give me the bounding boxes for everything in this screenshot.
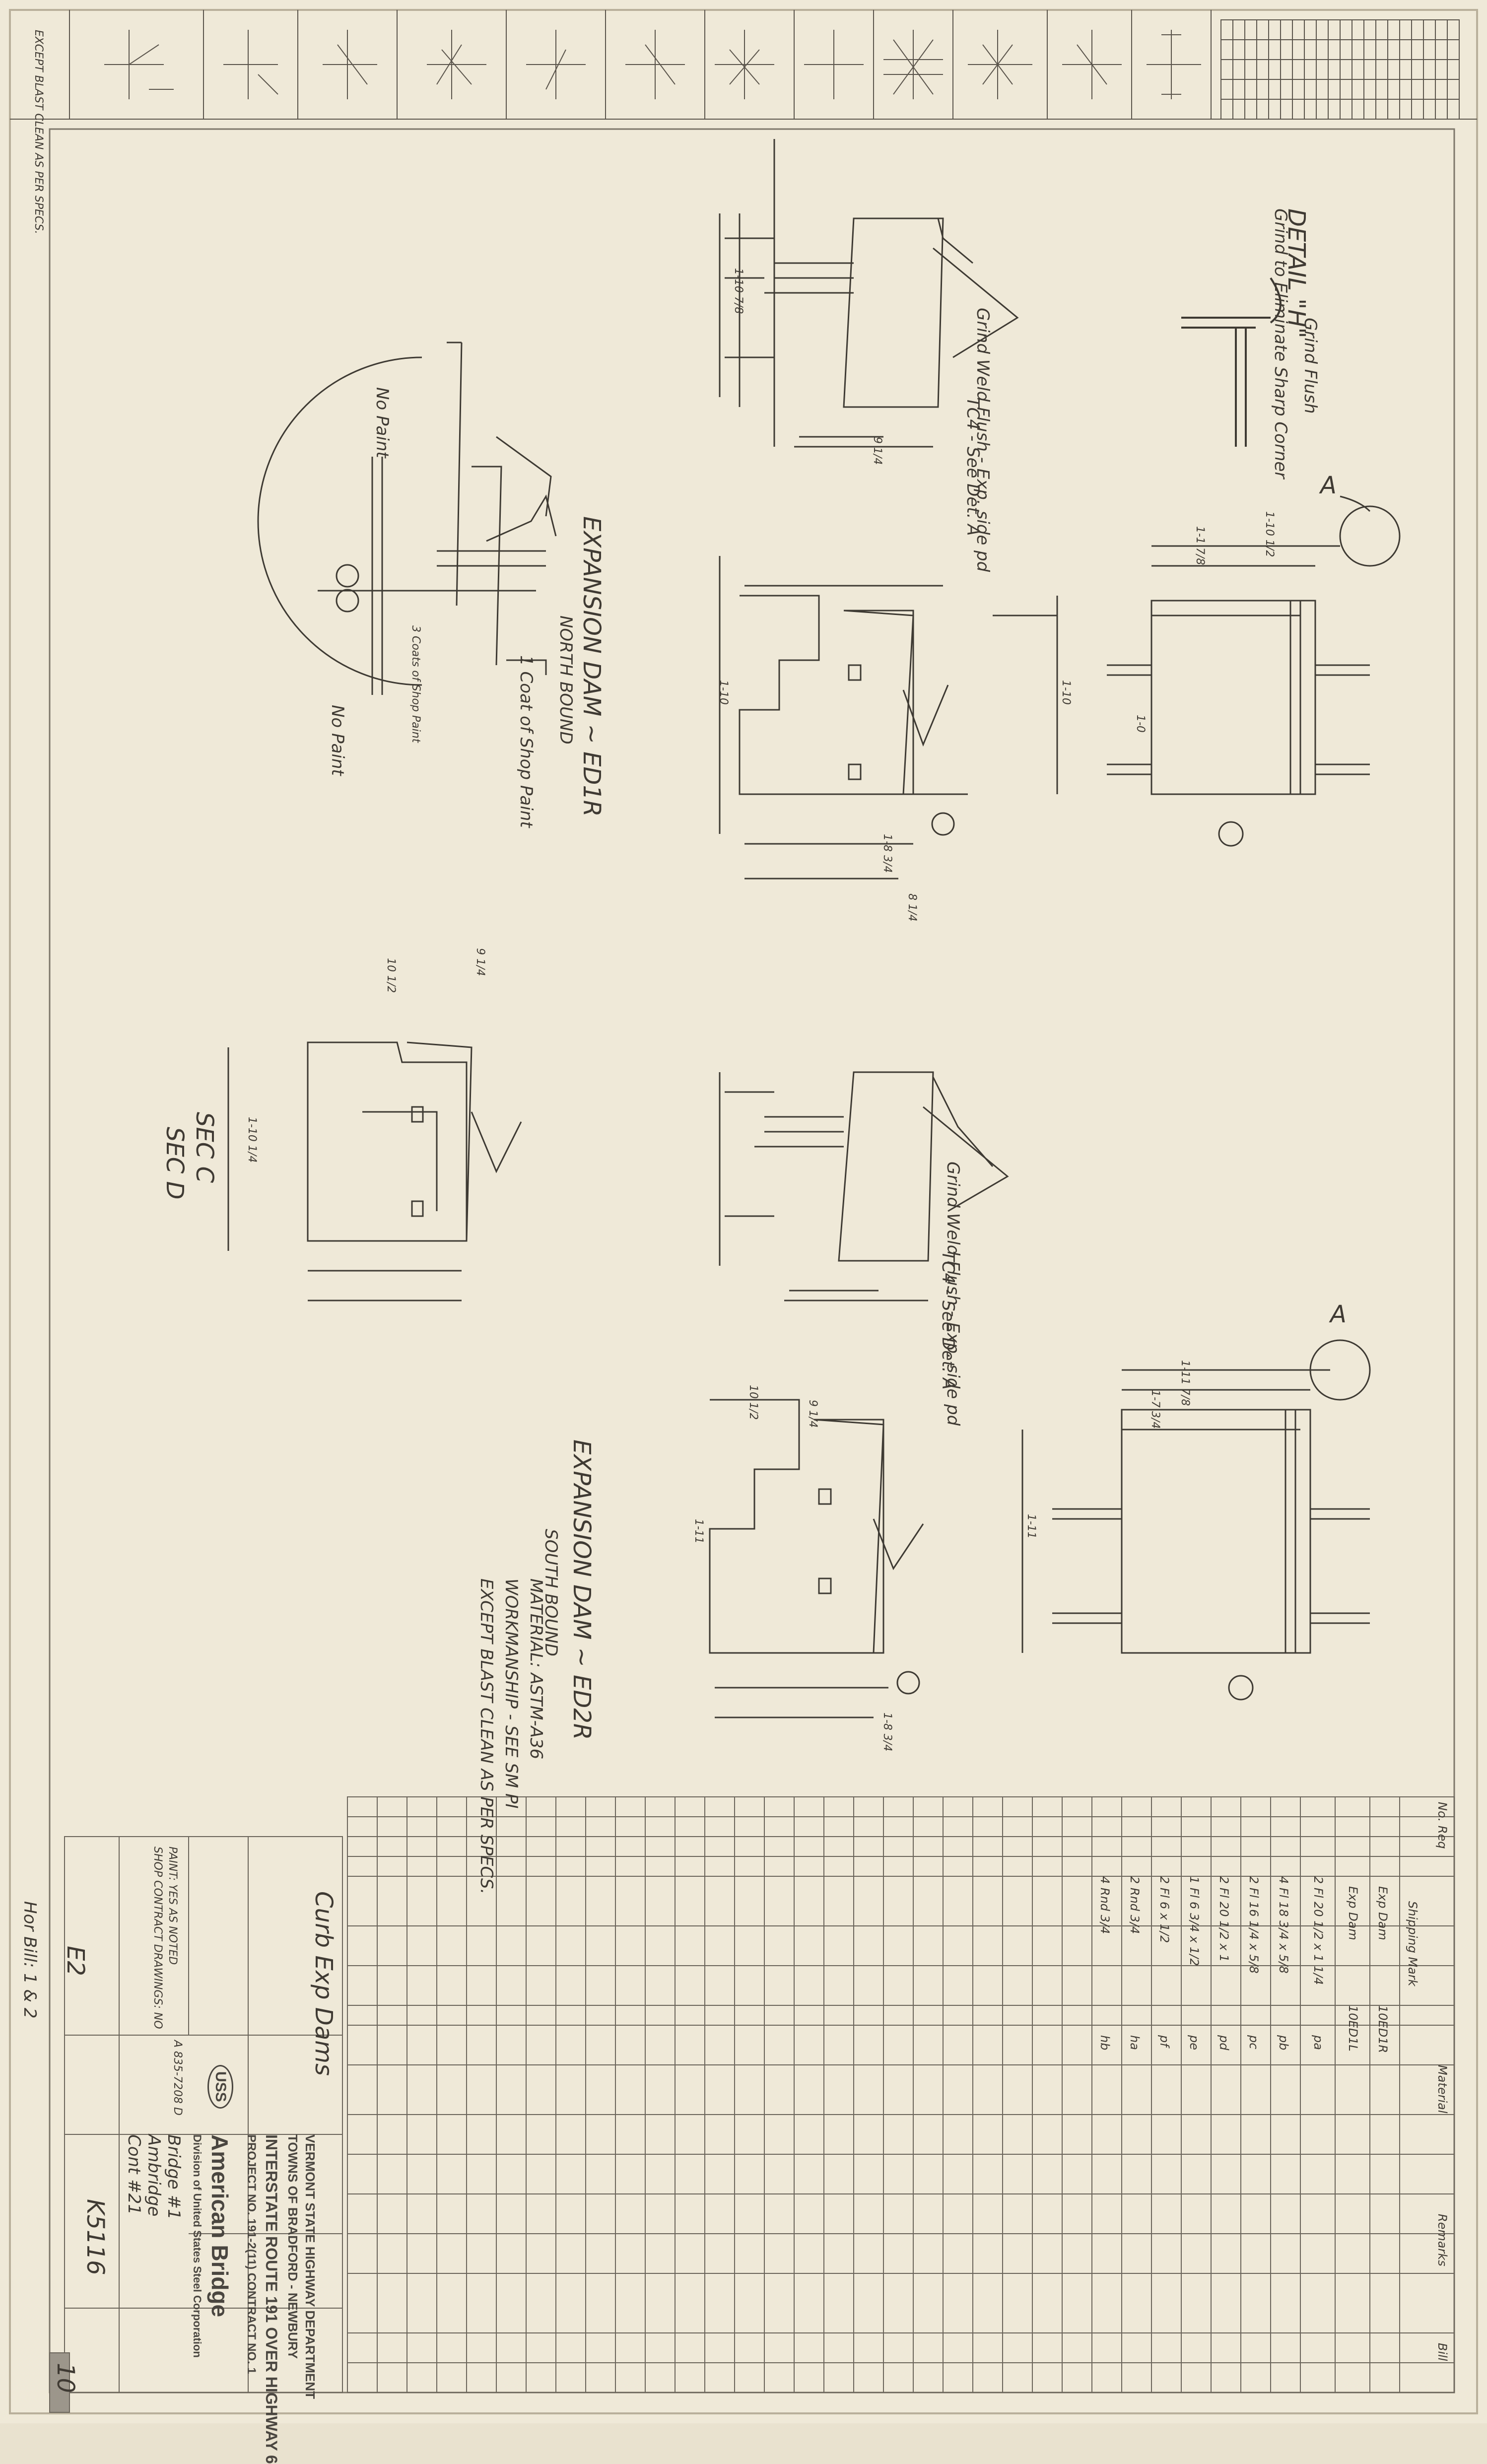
dimension: 1-10 1/2 [1263,511,1276,557]
detailer: Ambridge [144,2134,164,2217]
dimension: 1-8 3/4 [881,834,893,873]
section-a-label: A [1330,1300,1347,1328]
dimension: 9 1/4 [871,437,883,465]
bill-row-mark: Exp Dam [1376,1886,1390,1940]
checker-note: Cont #21 [124,2134,144,2215]
dimension: 9 1/4 [474,948,486,976]
sec-cd-view [227,1041,522,1301]
ed2r-plan-view [719,1071,1009,1301]
bill-row-assy: pf [1157,2035,1171,2047]
dimension: 1-10 1/4 [246,1117,258,1163]
title-block-grid [49,1836,343,2413]
bill-row-assy: pd [1217,2035,1231,2051]
shop-paint-note: 3 Coats of Shop Paint [409,625,422,743]
erect-ref: E2 [62,1946,89,1976]
strip-note: EXCEPT BLAST CLEAN AS PER SPECS. [32,30,45,234]
bill-row-assy: pc [1247,2035,1261,2050]
dimension: 1-11 [692,1519,705,1544]
bill-row-assy: 10ED1L [1346,2005,1360,2052]
bill-row-assy: pa [1311,2035,1325,2050]
dimension: 1-10 [1060,680,1072,705]
workmanship-note: WORKMANSHIP - SEE SM PI [501,1578,521,1809]
standard-details-strip [10,10,1477,120]
bill-row-assy: pe [1187,2035,1201,2050]
bridge-name: Bridge #1 [164,2134,184,2220]
bill-row-mark: 2 Fl 20 1/2 x 1 [1217,1876,1231,1962]
dimension: 1-8 3/4 [881,1712,893,1752]
project-number: PROJECT NO. 191-2(11) CONTRACT NO. 1 [245,2134,258,2374]
detail-h-note: Grind Flush [1300,318,1320,414]
bill-row-mark: 2 Fl 20 1/2 x 1 1/4 [1311,1876,1325,1985]
material-note: MATERIAL: ASTM-A36 [526,1578,546,1760]
bill-row-assy: 10ED1R [1376,2005,1390,2053]
dimension: 1-0 [1134,715,1147,733]
shop-paint-note: 1 Coat of Shop Paint [516,655,536,828]
bill-row-assy: pb [1277,2035,1290,2051]
dimension: 10 1/2 [747,1385,759,1420]
bill-row-mark: 4 Fl 18 3/4 x 5/8 [1277,1876,1290,1974]
dimension: 1-1 7/8 [1194,526,1206,565]
tc-note: TC4 - See Det. A [963,397,983,536]
detail-h-sketch [1181,277,1282,447]
bill-row-mark: Exp Dam [1346,1886,1360,1940]
bill-row-mark: 4 Rnd 3/4 [1098,1876,1112,1934]
bill-header: Material [1435,2065,1449,2114]
no-paint-note: No Paint [328,705,347,776]
ed1r-plan-view [719,139,1019,448]
bill-header: Bill [1435,2343,1449,2361]
bill-header: Shipping Mark [1406,1901,1419,1986]
dimension: 10 1/2 [385,958,397,993]
company-division: Division of United States Steel Corporat… [191,2134,203,2358]
bill-row-assy: ha [1128,2035,1142,2050]
ed2r-title: EXPANSION DAM ~ ED2R [568,1439,596,1740]
ed1r-section-view [257,342,557,695]
ed2r-side-view [1052,1339,1371,1701]
bill-row-mark: 2 Fl 16 1/4 x 5/8 [1247,1876,1261,1974]
blast-note: EXCEPT BLAST CLEAN AS PER SPECS. [476,1578,496,1895]
sec-c-label: SEC C [191,1112,218,1183]
dimension: 1-11 [1025,1514,1037,1539]
bill-header: No. Req [1435,1802,1449,1849]
bill-row-mark: 1 Fl 6 3/4 x 1/2 [1187,1876,1201,1966]
dimension: 1-10 [717,680,730,705]
project-title: INTERSTATE ROUTE 191 OVER HIGHWAY 6 [263,2134,280,2464]
bill-row-mark: 2 Fl 6 x 1/2 [1157,1876,1171,1943]
company-name: American Bridge [207,2134,233,2318]
paint-note: PAINT: YES AS NOTED [166,1847,179,1965]
dimension: 1-11 7/8 [1179,1360,1191,1406]
dimension: 1-7 3/4 [1149,1390,1161,1429]
ed1r-title: EXPANSION DAM ~ ED1R [578,516,606,817]
hor-bill: Hor Bill: 1 & 2 [20,1901,40,2019]
ed1r-elevation-view [719,556,1058,880]
dimension: 9 1/4 [807,1400,819,1428]
uss-logo: USS [207,2065,233,2109]
detail-h-note: Grind to Eliminate Sharp Corner [1271,208,1290,479]
shipping-mark: Curb Exp Dams [310,1891,338,2076]
dept-name: VERMONT STATE HIGHWAY DEPARTMENT [303,2134,318,2399]
sheet-number: 10 [52,2363,79,2394]
no-paint-note: No Paint [372,387,392,458]
bill-of-material-grid [347,1796,1455,2393]
dimension: 8 1/4 [906,893,918,922]
bill-header: Remarks [1435,2214,1449,2266]
bill-row-assy: hb [1098,2035,1112,2051]
tc-note: TC4 - See Det. A [938,1251,958,1390]
towns: TOWNS OF BRADFORD - NEWBURY [285,2134,300,2359]
bill-row-mark: 2 Rnd 3/4 [1128,1876,1142,1934]
ed1r-side-view [1107,495,1401,847]
dimension: 1-10 7/8 [732,268,744,314]
ed1r-subtitle: NORTH BOUND [556,616,576,745]
section-a-label: A [1320,472,1337,499]
contract-line: A 835-7208 D [171,2040,184,2116]
drawing-number: K5116 [81,2199,109,2275]
ed2r-elevation-view [709,1399,1023,1718]
shop-note: SHOP CONTRACT DRAWINGS: NO [151,1847,164,2029]
sec-d-label: SEC D [161,1127,189,1200]
